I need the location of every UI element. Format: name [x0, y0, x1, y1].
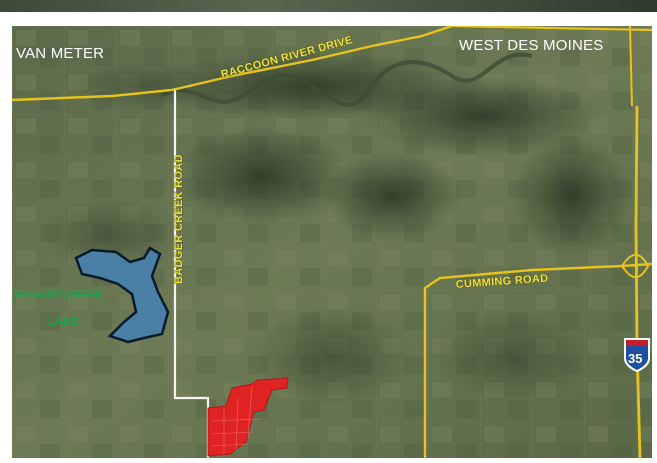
interchange-loop [620, 253, 650, 279]
label-badger-creek-lake-line2: LAKE [48, 316, 78, 328]
top-aerial-strip [0, 0, 657, 12]
interstate-number: 35 [628, 351, 642, 366]
aerial-map[interactable]: VAN METER WEST DES MOINES RACCOON RIVER … [12, 26, 652, 458]
label-van-meter: VAN METER [16, 45, 104, 62]
interstate-shield-icon: 35 [624, 338, 650, 372]
label-west-des-moines: WEST DES MOINES [459, 37, 603, 54]
label-badger-creek-lake-line1: BADGER CREEK [14, 289, 103, 301]
raccoon-river [160, 52, 533, 107]
badger-creek-lake[interactable] [74, 246, 170, 344]
map-canvas[interactable]: VAN METER WEST DES MOINES RACCOON RIVER … [12, 26, 652, 458]
raccoon-river-drive-line [12, 26, 453, 102]
property-parcel-marker[interactable] [207, 377, 289, 457]
interstate-35-line [634, 105, 642, 458]
label-badger-creek-road: BADGER CREEK ROAD [173, 154, 185, 284]
parcel-grid [211, 385, 261, 454]
cumming-road-line [423, 262, 652, 458]
